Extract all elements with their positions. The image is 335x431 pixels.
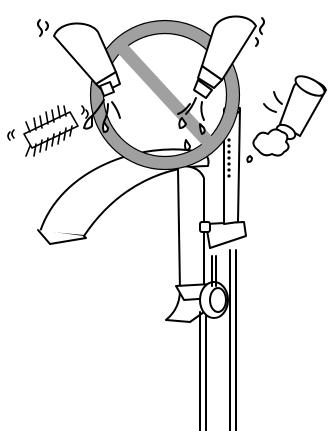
spray-bottle-left-body (53, 22, 117, 85)
bath-faucet-icon (37, 148, 247, 431)
brush-icon (7, 105, 89, 157)
spray-bottle-left-nozzle (99, 81, 115, 97)
brush-bristles (25, 105, 73, 157)
faucet-body (165, 165, 205, 323)
spray-bottle-icon (177, 15, 265, 151)
spray-drops-center (177, 97, 205, 121)
spray-bottle-center-nozzle (193, 79, 213, 99)
prohibition-ring (90, 20, 240, 170)
brush-handle (23, 111, 79, 149)
spray-drops-left (91, 99, 121, 123)
aerosol-can-icon (246, 75, 327, 163)
faucet-spout-tip (37, 229, 87, 245)
shower-holder-bracket (205, 221, 247, 249)
spray-bottle-center-body (201, 15, 257, 81)
spray-bottle-icon (37, 19, 121, 133)
hand-shower-nozzles (227, 138, 231, 178)
holder-clip (199, 221, 211, 233)
mixer-knob-face (209, 287, 227, 313)
spray-bottle-center-neck (197, 65, 223, 89)
aerosol-can-top (294, 75, 326, 97)
spray-cloud (252, 128, 290, 157)
prohibition-slash (115, 41, 217, 151)
